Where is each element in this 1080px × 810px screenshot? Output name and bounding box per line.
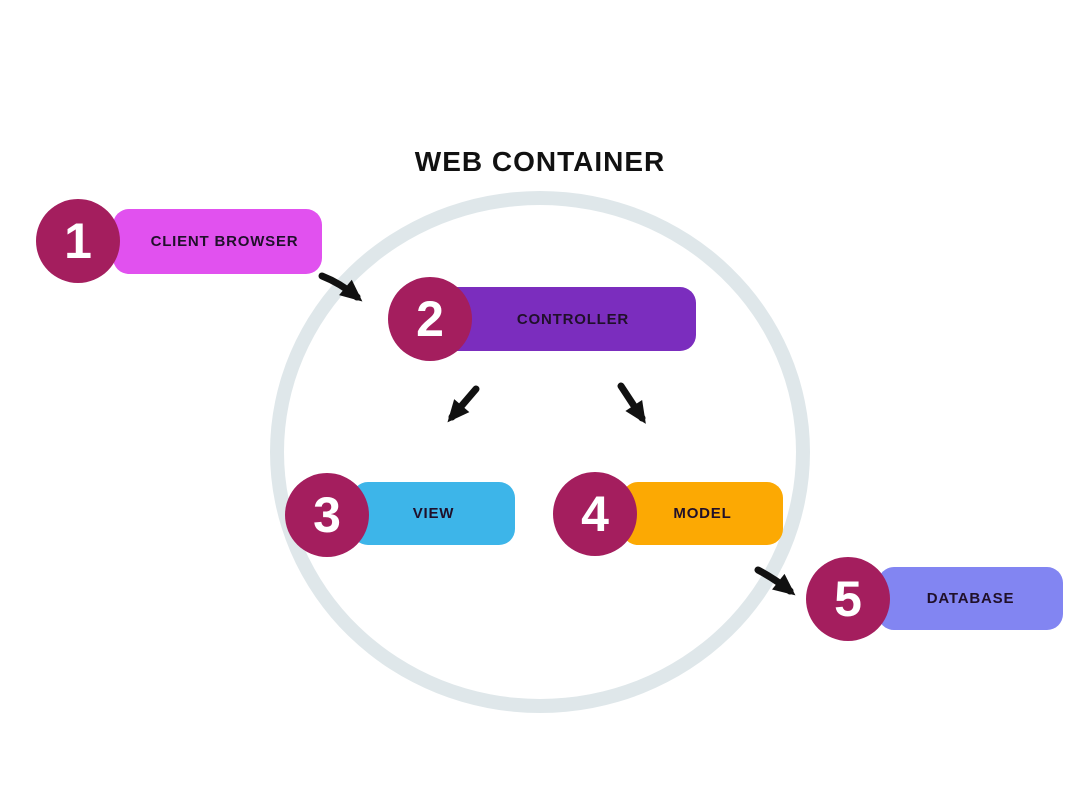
step-2-badge: 2: [388, 277, 472, 361]
view-pill: VIEW: [352, 482, 515, 545]
step-5-badge: 5: [806, 557, 890, 641]
step-4-badge: 4: [553, 472, 637, 556]
step-1-badge: 1: [36, 199, 120, 283]
step-3-badge: 3: [285, 473, 369, 557]
model-pill: MODEL: [622, 482, 783, 545]
client-browser-pill: CLIENT BROWSER: [113, 209, 322, 274]
web-container-title: WEB CONTAINER: [414, 146, 666, 177]
database-pill: DATABASE: [878, 567, 1063, 630]
web-container-ring: [270, 191, 810, 713]
